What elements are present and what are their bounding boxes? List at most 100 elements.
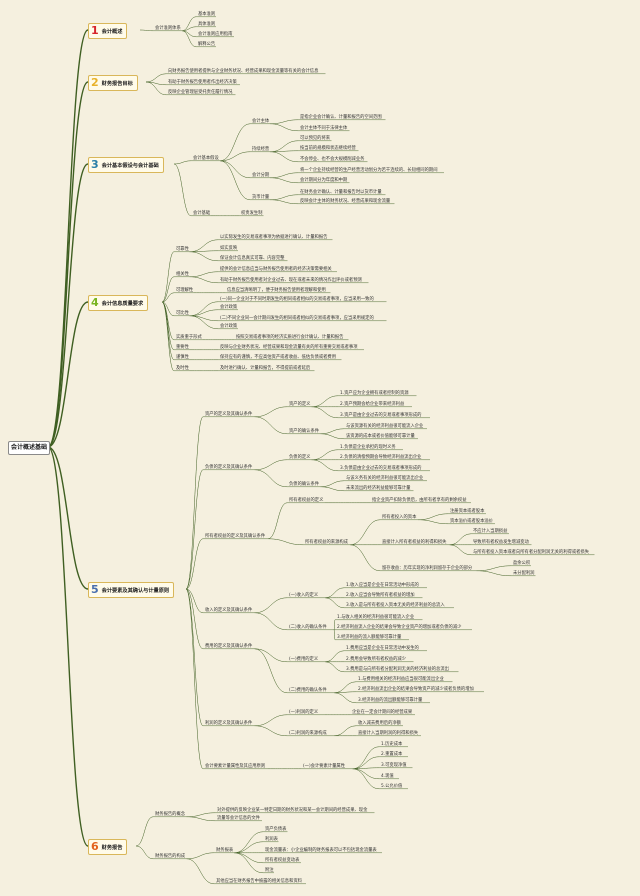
branch-label[interactable]: (一)会计要素计量属性 <box>303 763 346 769</box>
leaf-item[interactable]: 权责发生制 <box>241 210 263 216</box>
leaf-item[interactable]: 未来流出的经济利益能够可靠计量 <box>346 485 411 491</box>
branch-label[interactable]: 可比性 <box>176 310 189 316</box>
leaf-item[interactable]: 与该义务有关的经济利益很可能流出企业 <box>346 475 424 481</box>
branch-label[interactable]: 会计基本假设 <box>193 155 219 161</box>
leaf-item[interactable]: 利润表 <box>265 836 278 842</box>
leaf-item[interactable]: 是指企业会计确认、计量和报告的空间范围 <box>300 114 382 120</box>
leaf-item[interactable]: 1.费用应当是企业在日常活动中发生的 <box>346 645 419 651</box>
leaf-item[interactable]: 现金流量表：小企业编制的财务报表可以不包括现金流量表 <box>265 847 377 853</box>
leaf-item[interactable]: 2.经济利益流出企业的结果会导致资产的减少或者负债的增加 <box>358 686 474 692</box>
leaf-item[interactable]: 流量等会计信息的文件 <box>217 815 260 821</box>
leaf-item[interactable]: 与该资源有关的经济利益很可能流入企业 <box>346 423 424 429</box>
leaf-item[interactable]: 直接计入当期利润的利得和损失 <box>358 730 419 736</box>
leaf-item[interactable]: 反映会计主体的财务状况、经营成果和现金流量 <box>300 198 391 204</box>
branch-label[interactable]: 负债的确认条件 <box>289 481 320 487</box>
branch-label[interactable]: 所有者投入的资本 <box>382 514 417 520</box>
leaf-item[interactable]: 资产负债表 <box>265 826 287 832</box>
leaf-item[interactable]: 注册资本或者股本 <box>450 508 485 514</box>
leaf-item[interactable]: 提供的会计信息应当与财务报告使用者的经济决策需要相关 <box>220 266 332 272</box>
leaf-item[interactable]: 导致所有者权益发生增减变动 <box>473 539 529 545</box>
branch-label[interactable]: 可理解性 <box>176 287 194 293</box>
branch-label[interactable]: 所有者权益的定义 <box>289 497 324 503</box>
branch-label[interactable]: (一)收入的定义 <box>289 592 319 598</box>
leaf-item[interactable]: 保证会计信息真实可靠、内容完整 <box>220 255 285 261</box>
leaf-item[interactable]: 会计主体不同于法律主体 <box>300 125 348 131</box>
branch-label[interactable]: 负债的定义 <box>289 454 311 460</box>
leaf-item[interactable]: 按照交易或者事项的经济实质进行会计确认、计量和报告 <box>236 334 344 340</box>
leaf-item[interactable]: 及时进行确认、计量和报告，不得提前或者延后 <box>220 365 311 371</box>
leaf-item[interactable]: 会计政策 <box>220 304 238 310</box>
leaf-item[interactable]: 1.历史成本 <box>381 741 403 747</box>
leaf-item[interactable]: 未分配利润 <box>513 570 535 576</box>
branch-label[interactable]: 费用的定义及其确认条件 <box>205 643 253 649</box>
branch-label[interactable]: (一)利润的定义 <box>289 709 319 715</box>
branch-label[interactable]: 相关性 <box>176 271 189 277</box>
leaf-item[interactable]: 4.现值 <box>381 773 394 779</box>
leaf-item[interactable]: 3.经济利益的流入额能够可靠计量 <box>337 634 402 640</box>
branch-label[interactable]: 直接计入所有者权益的利得和损失 <box>382 539 447 545</box>
leaf-item[interactable]: 2.重置成本 <box>381 751 403 757</box>
branch-label[interactable]: 留存收益：历年实现的净利润留存于企业的部分 <box>382 565 473 571</box>
leaf-item[interactable]: 与所有者投入资本或者向所有者分配利润无关的利得或者损失 <box>473 549 590 555</box>
branch-label[interactable]: (二)收入的确认条件 <box>289 624 327 630</box>
leaf-item[interactable]: 对外提供的反映企业某一特定日期的财务状况和某一会计期间的经营成果、现金 <box>217 807 368 813</box>
branch-label[interactable]: (二)利润的来源构成 <box>289 730 327 736</box>
branch-label[interactable]: 货币计量 <box>252 194 270 200</box>
leaf-item[interactable]: 3.资产是由企业过去的交易或者事项形成的 <box>340 412 422 418</box>
leaf-item[interactable]: 2.资产预期会给企业带来经济利益 <box>340 401 405 407</box>
leaf-item[interactable]: 1.与费用相关的经济利益应当很可能流出企业 <box>358 676 444 682</box>
leaf-item[interactable]: 企业在一定会计期间的经营成果 <box>352 709 413 715</box>
leaf-item[interactable]: (一)同一企业对于不同时期发生的相同或者相似的交易或者事项，应当采用一致的 <box>220 296 374 302</box>
leaf-item[interactable]: 指企业资产扣除负债后，由所有者享有的剩余权益 <box>372 497 467 503</box>
leaf-item[interactable]: 如实反映 <box>220 245 238 251</box>
leaf-item[interactable]: (二)不同企业同一会计期间发生的相同或者相似的交易或者事项，应当采用规定的 <box>220 315 374 321</box>
leaf-item[interactable]: 会计期间分为年度和中期 <box>300 177 348 183</box>
branch-label[interactable]: 资产的确认条件 <box>289 428 320 434</box>
leaf-item[interactable]: 2.收入应当会导致所有者权益的增加 <box>346 592 415 598</box>
leaf-item[interactable]: 不会停业、也不会大规模削减业务 <box>300 156 365 162</box>
root-node[interactable]: 会计概述基础 <box>8 441 50 455</box>
leaf-item[interactable]: 所有者权益变动表 <box>265 857 300 863</box>
leaf-item[interactable]: 会计政策 <box>220 323 238 329</box>
leaf-item[interactable]: 反映企业管理层受托责任履行情况 <box>168 89 233 95</box>
leaf-item[interactable]: 3.可变现净值 <box>381 762 407 768</box>
branch-label[interactable]: 所有者权益的定义及其确认条件 <box>205 533 266 539</box>
leaf-item[interactable]: 向财务报告使用者提供与企业财务状况、经营成果和现金流量等有关的会计信息 <box>168 68 319 74</box>
branch-label[interactable]: 资产的定义及其确认条件 <box>205 411 253 417</box>
leaf-item[interactable]: 具体准则 <box>198 21 216 27</box>
branch-label[interactable]: (一)费用的定义 <box>289 656 319 662</box>
leaf-item[interactable]: 2.经济利益流入企业的结果会导致企业资产的增加或者负债的减少 <box>337 624 462 630</box>
leaf-item[interactable]: 3.费用是与向所有者分配利润无关的经济利益的总流出 <box>346 666 449 672</box>
branch-label[interactable]: 会计要素计量属性及其应用原则 <box>205 763 266 769</box>
branch-label[interactable]: 会计基础 <box>193 210 211 216</box>
leaf-item[interactable]: 2.费用会导致所有者权益的减少 <box>346 656 406 662</box>
branch-label[interactable]: 财务报告的构成 <box>155 853 186 859</box>
leaf-item[interactable]: 将一个企业持续经营的生产经营活动划分为若干连续的、长短相同的期间 <box>300 167 438 173</box>
branch-label[interactable]: 实质重于形式 <box>176 334 202 340</box>
leaf-item[interactable]: 该资源的成本或者价值能够可靠计量 <box>346 433 415 439</box>
branch-label[interactable]: 谨慎性 <box>176 354 189 360</box>
leaf-item[interactable]: 可以预见的将来 <box>300 135 331 141</box>
leaf-item[interactable]: 3.经济利益的流出额能够可靠计量 <box>358 697 423 703</box>
branch-label[interactable]: (二)费用的确认条件 <box>289 687 327 693</box>
leaf-item[interactable]: 3.负债是由企业过去的交易或者事项形成的 <box>340 465 422 471</box>
leaf-item[interactable]: 1.与收入相关的经济利益很可能流入企业 <box>337 614 415 620</box>
leaf-item[interactable]: 基本准则 <box>198 11 216 17</box>
leaf-item[interactable]: 反映与企业财务状况、经营成果和现金流量有关的所有重要交易或者事项 <box>220 344 358 350</box>
leaf-item[interactable]: 1.资产应为企业拥有或者控制的资源 <box>340 390 409 396</box>
leaf-item[interactable]: 1.收入应当是企业在日常活动中形成的 <box>346 582 419 588</box>
branch-label[interactable]: 负债的定义及其确认条件 <box>205 464 253 470</box>
branch-label[interactable]: 持续经营 <box>252 146 270 152</box>
leaf-item[interactable]: 会计准则应用指南 <box>198 31 233 37</box>
branch-label[interactable]: 可靠性 <box>176 246 189 252</box>
leaf-item[interactable]: 在财务会计确认、计量和报告时以货币计量 <box>300 189 382 195</box>
leaf-item[interactable]: 5.公允价值 <box>381 783 403 789</box>
leaf-item[interactable]: 2.负债的清偿预期会导致经济利益流出企业 <box>340 454 422 460</box>
branch-label[interactable]: 重要性 <box>176 344 189 350</box>
leaf-item[interactable]: 有助于财务报告使用者对企业过去、现在或者未来的情况作出评价或者预测 <box>220 277 362 283</box>
